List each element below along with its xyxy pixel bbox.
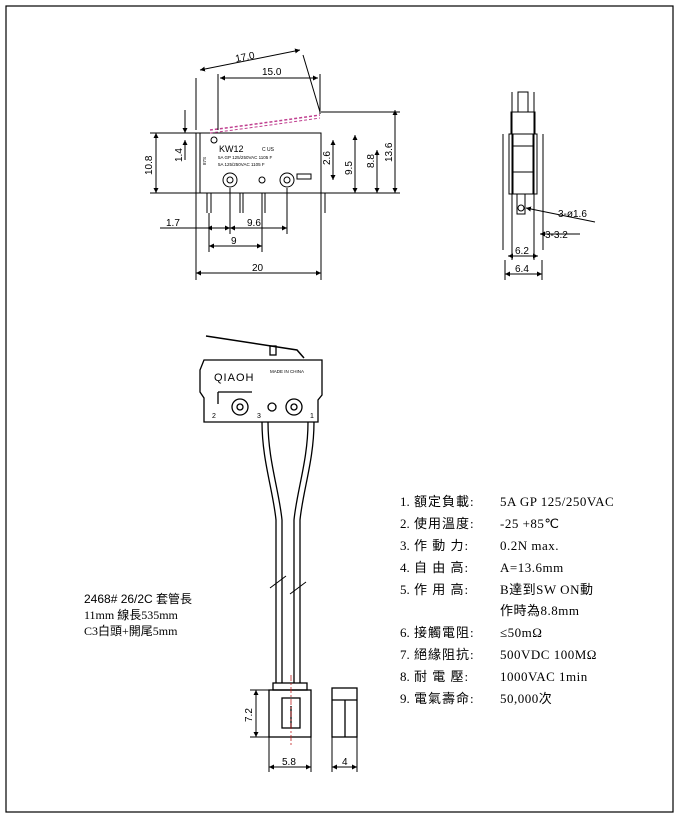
- cable-note-1: 2468# 26/2C 套管長: [84, 592, 193, 606]
- dim-height-9-5: 9.5: [344, 161, 355, 175]
- dim-lever-length: 17.0: [234, 50, 256, 65]
- assembled-lever: [205, 335, 305, 359]
- spec-item-8: 8.耐 電 壓:1000VAC 1min: [400, 669, 588, 684]
- model-label: KW12: [219, 144, 244, 154]
- top-view: [150, 48, 400, 280]
- spec-item-6: 6.接觸電阻:≤50mΩ: [400, 625, 543, 640]
- spec-item-1: 1.額定負載:5A GP 125/250VAC: [400, 494, 615, 509]
- dim-slot: 3-3.2: [545, 230, 568, 241]
- rating-line-1: 5A GP 125/250VAC 1105 F: [218, 155, 273, 160]
- mounting-hole-right: [279, 172, 295, 188]
- dim-hole-spacing: 9.6: [247, 218, 261, 229]
- side-code: 87S: [202, 157, 207, 165]
- lever: [209, 114, 321, 131]
- switch-body: [195, 132, 322, 194]
- dim-height-1-4: 1.4: [174, 148, 185, 162]
- side-view: [502, 91, 596, 280]
- dim-height-8-8: 8.8: [366, 154, 377, 168]
- dim-connector-width: 5.8: [282, 757, 296, 768]
- spec-item-5: 5.作 用 高:B達到SW ON動: [400, 582, 594, 597]
- spec-item-5-cont: 作時為8.8mm: [500, 603, 580, 618]
- wire-left: [261, 421, 277, 683]
- dim-lever-pivot: 15.0: [262, 67, 282, 78]
- spec-item-3: 3.作 動 力:0.2N max.: [400, 538, 560, 553]
- dim-hole-dia: 3-ø1.6: [558, 209, 587, 220]
- dim-outer-width: 6.4: [515, 264, 529, 275]
- pin-label-1: 1: [310, 413, 314, 420]
- cert-mark: C US: [262, 147, 275, 153]
- mounting-hole-left: [222, 172, 238, 188]
- assembled-view: [199, 335, 358, 772]
- dim-pin-offset: 1.7: [166, 218, 180, 229]
- dim-connector-depth: 4: [342, 757, 348, 768]
- rating-line-2: 5A 125/250VAC 1105 F: [218, 162, 265, 167]
- pin-label-3: 3: [257, 413, 261, 420]
- dim-height-10-8: 10.8: [144, 155, 155, 175]
- dim-connector-height: 7.2: [244, 708, 255, 722]
- made-in-label: MADE IN CHINA: [270, 369, 304, 374]
- spec-item-4: 4.自 由 高:A=13.6mm: [400, 560, 564, 575]
- pin-label-2: 2: [212, 413, 216, 420]
- wire-right: [299, 421, 315, 683]
- dim-body-width: 20: [252, 263, 264, 274]
- dim-height-13-6: 13.6: [384, 142, 395, 162]
- spec-item-9: 9.電氣壽命:50,000次: [400, 691, 553, 706]
- drawing-frame: [5, 5, 674, 813]
- cable-note-3: C3白頭+開尾5mm: [84, 624, 178, 638]
- cable-note-2: 11mm 線長535mm: [84, 608, 178, 622]
- spec-item-2: 2.使用溫度:-25 +85℃: [400, 516, 560, 531]
- spec-item-7: 7.絕緣阻抗:500VDC 100MΩ: [400, 647, 597, 662]
- dim-pin-span: 9: [231, 236, 237, 247]
- assembled-body: [199, 359, 323, 423]
- brand-label: QIAOH: [214, 372, 254, 384]
- dim-inner-width: 6.2: [515, 246, 529, 257]
- dim-height-2-6: 2.6: [322, 151, 333, 165]
- connector-body: [268, 689, 312, 738]
